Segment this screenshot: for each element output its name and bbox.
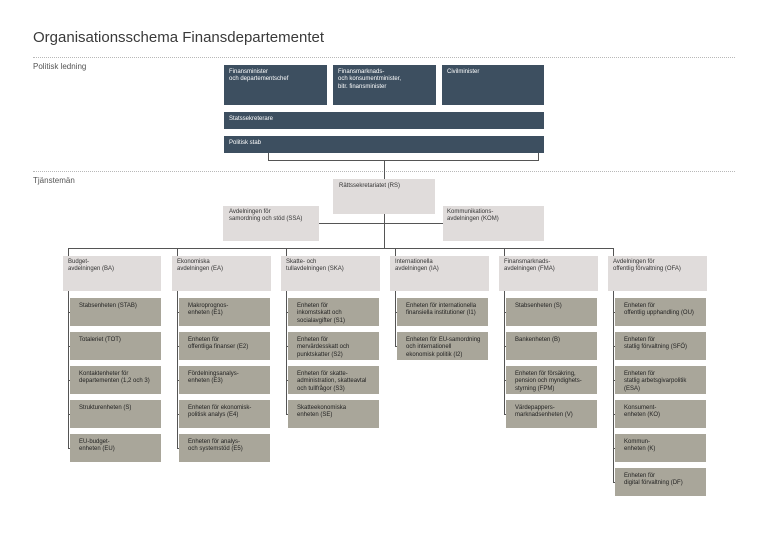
minister-financial-markets: Finansmarknads- och konsumentminister, b… — [333, 65, 436, 105]
department-box: Internationella avdelningen (IA) — [390, 256, 489, 291]
connector — [395, 248, 396, 256]
unit-box: Enheten för mervärdesskatt och punktskat… — [288, 332, 379, 360]
department-box: Avdelningen för offentlig förvaltning (O… — [608, 256, 707, 291]
connector — [504, 248, 505, 256]
connector — [504, 291, 505, 415]
department-box: Finansmarknads- avdelningen (FMA) — [499, 256, 598, 291]
unit-box: Enheten för inkomstskatt och socialavgif… — [288, 298, 379, 326]
communications-department: Kommunikations- avdelningen (KOM) — [443, 206, 544, 241]
connector — [68, 248, 69, 256]
connector — [68, 248, 614, 249]
connector — [177, 248, 178, 256]
connector — [286, 291, 287, 415]
unit-box: Makroprognos- enheten (E1) — [179, 298, 270, 326]
page-title: Organisationsschema Finansdepartementet — [33, 29, 324, 46]
unit-box: Enheten för statlig förvaltning (SFÖ) — [615, 332, 706, 360]
section-label-officials: Tjänstemän — [33, 176, 75, 185]
department-box: Budget- avdelningen (BA) — [63, 256, 161, 291]
unit-box: Enheten för offentliga finanser (E2) — [179, 332, 270, 360]
unit-box: Stabsenheten (S) — [506, 298, 597, 326]
unit-box: Enheten för digital förvaltning (DF) — [615, 468, 706, 496]
minister-civil: Civilminister — [442, 65, 544, 105]
unit-box: Värdepappers- marknadsenheten (V) — [506, 400, 597, 428]
unit-box: Kommun- enheten (K) — [615, 434, 706, 462]
unit-box: Totaleriet (TOT) — [70, 332, 161, 360]
connector — [613, 291, 614, 483]
department-box: Skatte- och tullavdelningen (SKA) — [281, 256, 380, 291]
unit-box: Bankenheten (B) — [506, 332, 597, 360]
connector — [68, 291, 69, 449]
connector — [613, 248, 614, 256]
unit-box: Strukturenheten (S) — [70, 400, 161, 428]
coordination-department: Avdelningen för samordning och stöd (SSA… — [223, 206, 319, 241]
connector — [268, 153, 269, 161]
separator-political — [33, 57, 735, 58]
unit-box: Kontaktenheter för departementen (1,2 oc… — [70, 366, 161, 394]
state-secretaries: Statssekreterare — [224, 112, 544, 129]
unit-box: Enheten för EU-samordning och internatio… — [397, 332, 488, 360]
unit-box: Enheten för internationella finansiella … — [397, 298, 488, 326]
unit-box: Enheten för analys- och systemstöd (E5) — [179, 434, 270, 462]
connector — [538, 153, 539, 161]
connector — [268, 160, 539, 161]
unit-box: Enheten för försäkring, pension och mynd… — [506, 366, 597, 394]
unit-box: Konsument- enheten (KO) — [615, 400, 706, 428]
unit-box: Skatteekonomiska enheten (SE) — [288, 400, 379, 428]
connector — [177, 291, 178, 449]
unit-box: Enheten för offentlig upphandling (OU) — [615, 298, 706, 326]
unit-box: Enheten för ekonomisk- politisk analys (… — [179, 400, 270, 428]
unit-box: Enheten för statlig arbetsgivarpolitik (… — [615, 366, 706, 394]
minister-finance: Finansminister och departementschef — [224, 65, 327, 105]
department-box: Ekonomiska avdelningen (EA) — [172, 256, 271, 291]
connector — [319, 223, 443, 224]
unit-box: Enheten för skatte- administration, skat… — [288, 366, 379, 394]
unit-box: Fördelningsanalys- enheten (E3) — [179, 366, 270, 394]
unit-box: EU-budget- enheten (EU) — [70, 434, 161, 462]
legal-secretariat: Rättssekretariatet (RS) — [333, 179, 435, 214]
section-label-political: Politisk ledning — [33, 62, 87, 71]
connector — [395, 291, 396, 347]
connector — [286, 248, 287, 256]
political-staff: Politisk stab — [224, 136, 544, 153]
unit-box: Stabsenheten (STAB) — [70, 298, 161, 326]
